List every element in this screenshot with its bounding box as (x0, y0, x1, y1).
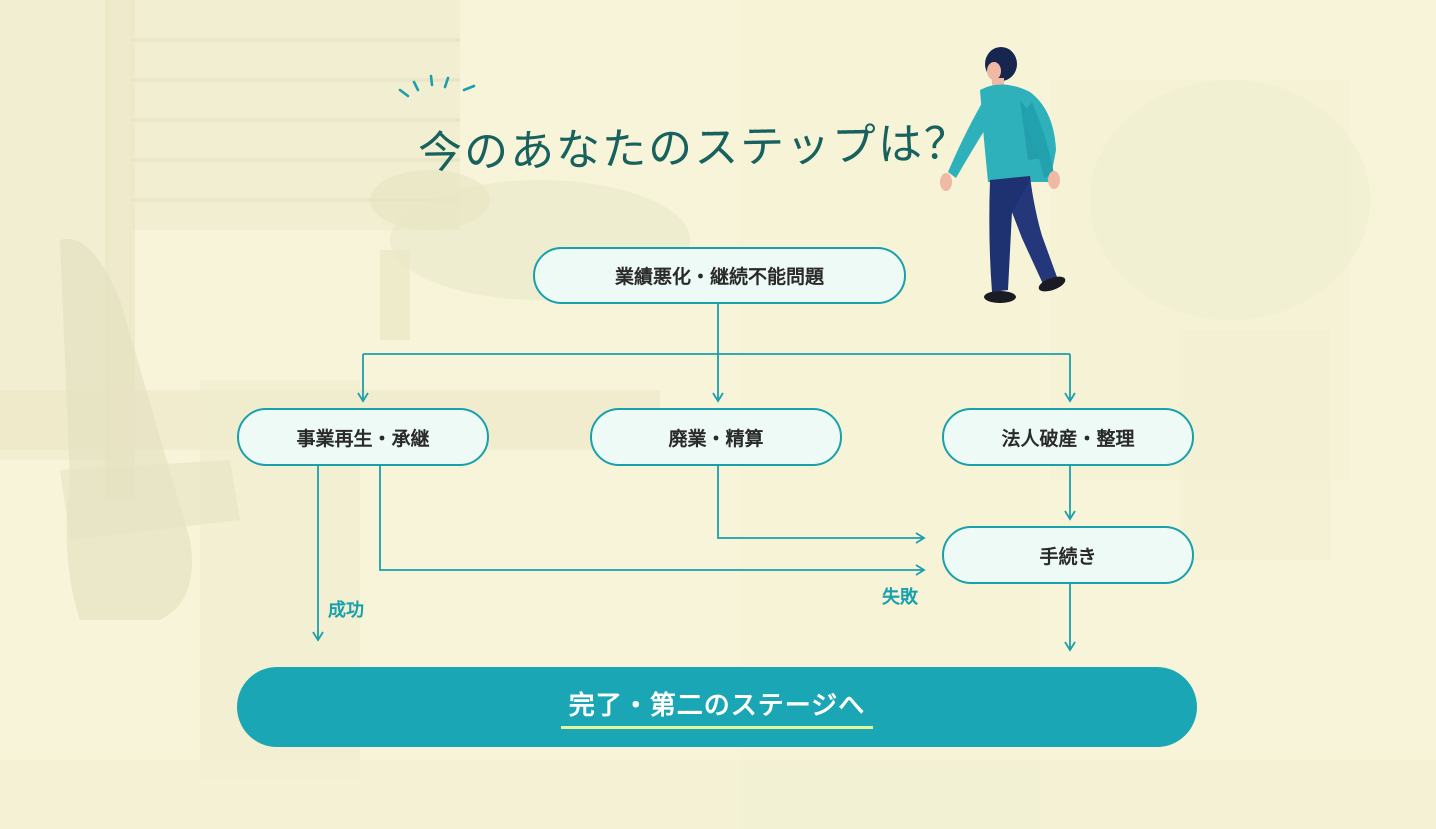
walking-person-illustration (940, 47, 1066, 303)
node-corporate-bankruptcy: 法人破産・整理 (942, 408, 1194, 466)
node-business-deterioration: 業績悪化・継続不能問題 (533, 247, 906, 304)
node-business-closure: 廃業・精算 (590, 408, 842, 466)
sparkle-icon (398, 74, 476, 98)
final-stage-label: 完了・第二のステージへ (560, 685, 874, 729)
node-business-revival: 事業再生・承継 (237, 408, 489, 466)
label-failure: 失敗 (882, 587, 918, 608)
label-success: 成功 (328, 600, 364, 621)
final-stage-banner: 完了・第二のステージへ (237, 667, 1197, 747)
arrow-failure-to-procedure (379, 466, 926, 576)
node-procedure: 手続き (942, 526, 1194, 584)
arrow-closure-to-procedure (717, 466, 926, 544)
